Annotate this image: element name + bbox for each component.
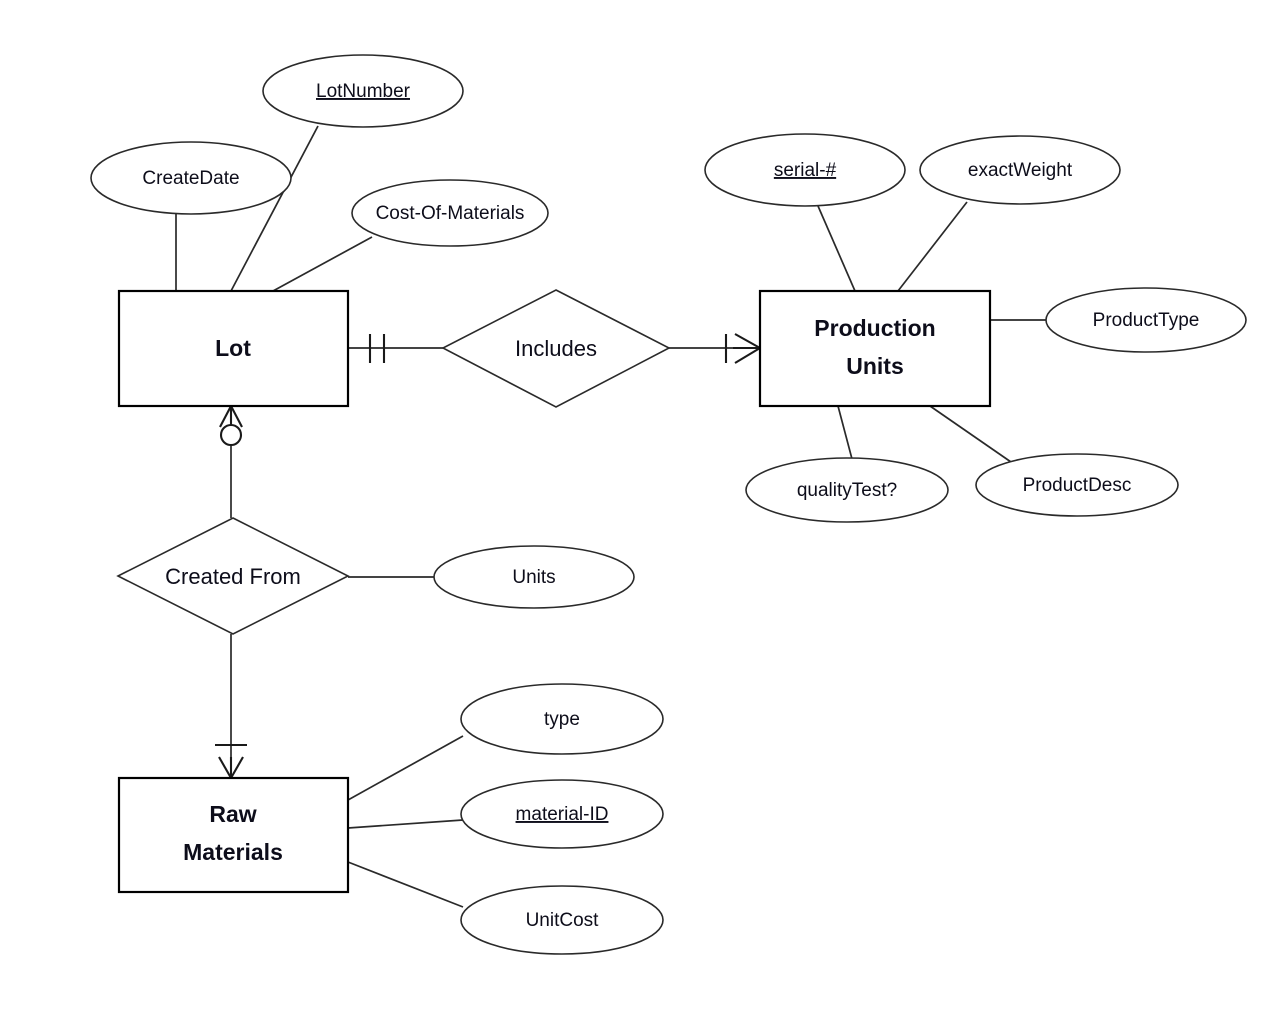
entity-lot[interactable]: Lot — [117, 289, 350, 408]
entity-production-units[interactable]: Production Units — [758, 289, 992, 408]
entity-raw-materials[interactable]: Raw Materials — [117, 776, 350, 894]
attribute-lotnumber-ellipse[interactable] — [262, 54, 464, 128]
attribute-qualitytest-ellipse[interactable] — [745, 457, 949, 523]
attribute-serial-number[interactable]: serial-# — [704, 133, 906, 207]
attribute-exactweight[interactable]: exactWeight — [919, 135, 1121, 205]
attribute-producttype-label: ProductType — [1093, 310, 1200, 331]
connector-production-units-exactweight — [897, 201, 968, 292]
attribute-createdate[interactable]: CreateDate — [90, 141, 292, 215]
attribute-createdate-ellipse[interactable] — [90, 141, 292, 215]
attribute-material-id[interactable]: material-ID — [460, 779, 664, 849]
relationship-created-from[interactable]: Created From — [116, 517, 350, 635]
relationship-includes-diamond[interactable] — [441, 289, 671, 408]
connector-raw-materials-type — [347, 735, 464, 801]
connector-lot-cost-of-materials — [272, 236, 373, 292]
attribute-qualitytest[interactable]: qualityTest? — [745, 457, 949, 523]
cardinality-raw-materials-one-or-many — [215, 743, 247, 779]
cardinality-production-units-one-or-many — [724, 333, 761, 364]
attribute-type[interactable]: type — [460, 683, 664, 755]
attribute-type-label: type — [544, 709, 580, 730]
entity-production-units-label-line1: Production — [814, 315, 935, 341]
entity-raw-materials-label-line1: Raw — [209, 801, 256, 827]
attribute-createdate-label: CreateDate — [142, 168, 239, 189]
attribute-units-ellipse[interactable] — [433, 545, 635, 609]
attribute-serial-number-label: serial-# — [774, 160, 837, 181]
attribute-units-label: Units — [512, 567, 555, 588]
entity-production-units-label-line2: Units — [846, 353, 904, 379]
relationship-includes[interactable]: Includes — [441, 289, 671, 408]
attribute-unitcost[interactable]: UnitCost — [460, 885, 664, 955]
attribute-type-ellipse[interactable] — [460, 683, 664, 755]
attribute-producttype[interactable]: ProductType — [1045, 287, 1247, 353]
attribute-cost-of-materials-ellipse[interactable] — [351, 179, 549, 247]
entity-production-units-box[interactable] — [758, 289, 992, 408]
attribute-lotnumber[interactable]: LotNumber — [262, 54, 464, 128]
attribute-productdesc-ellipse[interactable] — [975, 453, 1179, 517]
attribute-material-id-ellipse[interactable] — [460, 779, 664, 849]
attribute-unitcost-label: UnitCost — [526, 910, 600, 931]
connector-production-units-qualitytest — [837, 405, 853, 460]
entity-raw-materials-label-line2: Materials — [183, 839, 283, 865]
entity-raw-materials-box[interactable] — [117, 776, 350, 894]
connector-raw-materials-materialid — [347, 819, 464, 829]
attribute-serial-number-ellipse[interactable] — [704, 133, 906, 207]
relationship-created-from-label: Created From — [165, 564, 301, 589]
attribute-exactweight-ellipse[interactable] — [919, 135, 1121, 205]
attribute-productdesc[interactable]: ProductDesc — [975, 453, 1179, 517]
attribute-units[interactable]: Units — [433, 545, 635, 609]
cardinality-lot-zero-or-many — [219, 405, 243, 447]
connector-lot-lotnumber — [230, 125, 319, 292]
attribute-material-id-label: material-ID — [516, 804, 609, 825]
cardinality-lot-exactly-one — [368, 334, 386, 363]
relationship-includes-label: Includes — [515, 336, 597, 361]
relationship-created-from-diamond[interactable] — [116, 517, 350, 635]
attribute-producttype-ellipse[interactable] — [1045, 287, 1247, 353]
entity-lot-box[interactable] — [117, 289, 350, 408]
connector-production-units-serial — [817, 205, 856, 292]
attribute-exactweight-label: exactWeight — [968, 160, 1073, 181]
attribute-cost-of-materials-label: Cost-Of-Materials — [376, 203, 525, 224]
attribute-cost-of-materials[interactable]: Cost-Of-Materials — [351, 179, 549, 247]
attribute-qualitytest-label: qualityTest? — [797, 480, 897, 501]
connector-raw-materials-unitcost — [347, 861, 464, 908]
attribute-lotnumber-label: LotNumber — [316, 81, 411, 102]
connector-production-units-productdesc — [929, 405, 1012, 463]
attribute-unitcost-ellipse[interactable] — [460, 885, 664, 955]
attribute-productdesc-label: ProductDesc — [1023, 475, 1132, 496]
entity-lot-label: Lot — [215, 335, 251, 361]
